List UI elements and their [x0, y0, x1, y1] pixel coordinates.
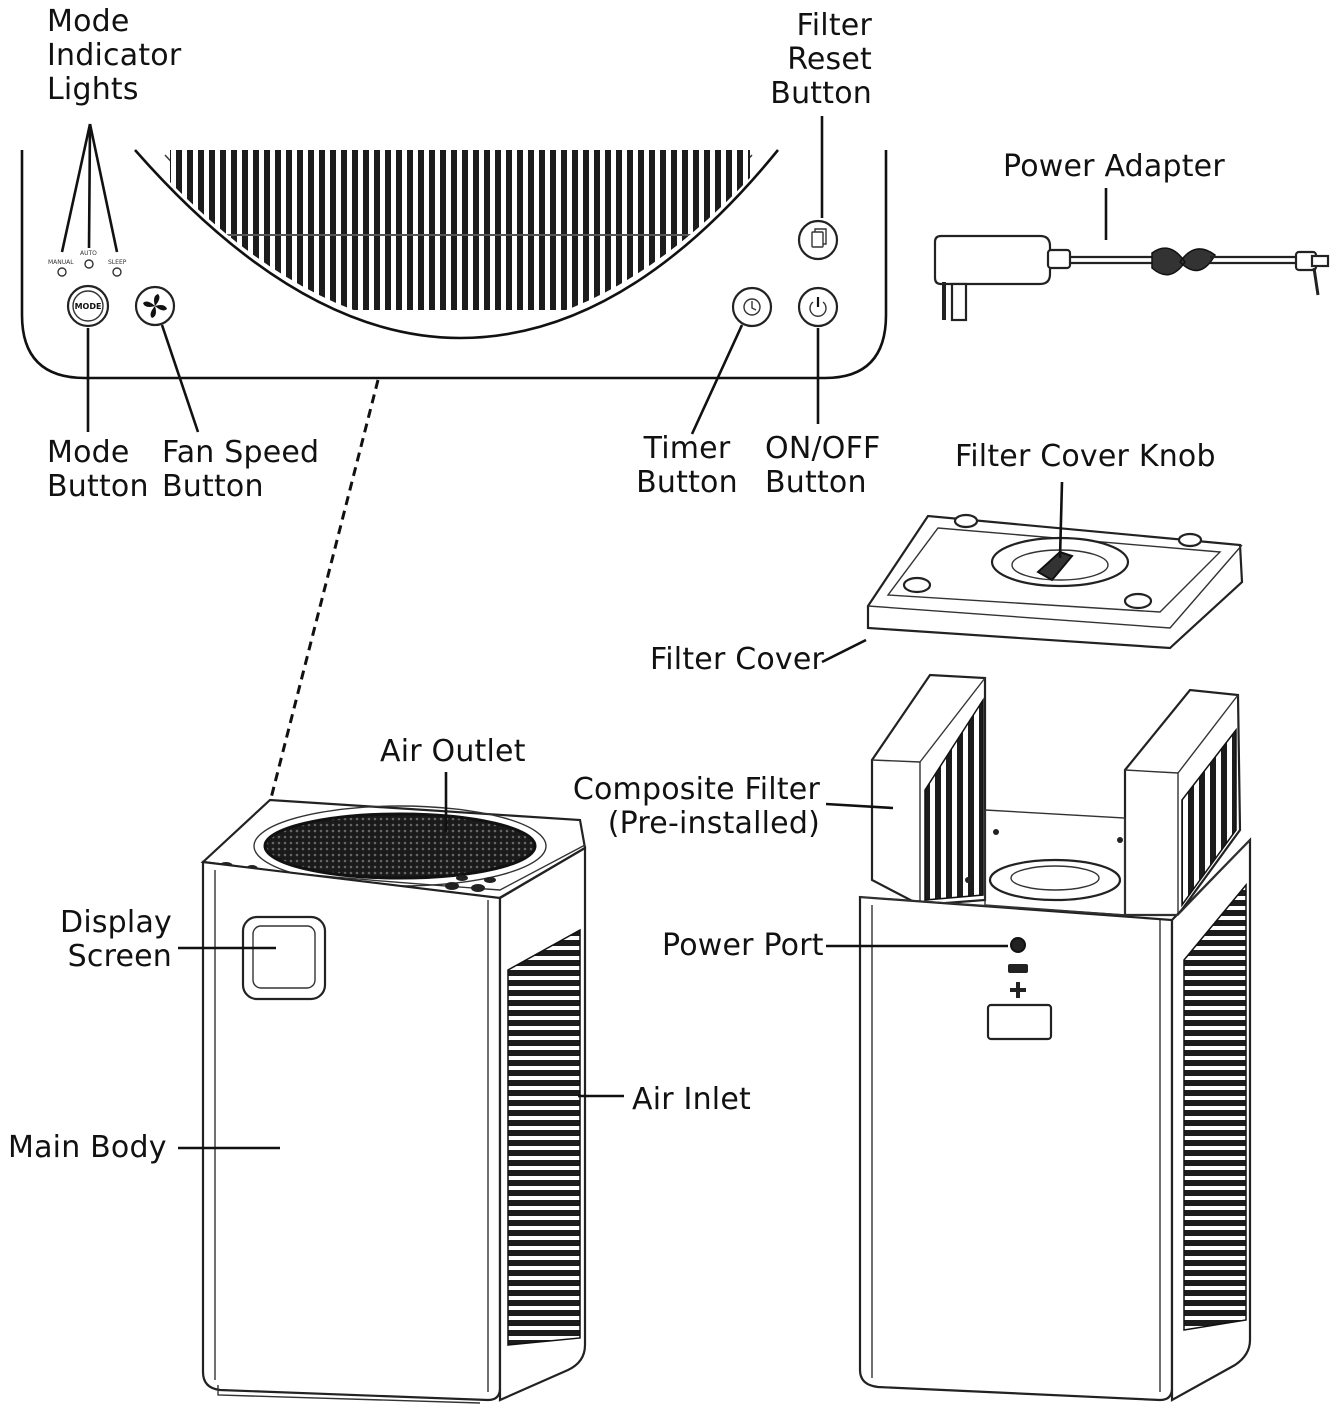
auto-text: AUTO — [80, 250, 97, 257]
mode-button[interactable]: MODE — [66, 284, 110, 328]
main-body-unit — [200, 798, 587, 1404]
mode-button-label: Mode Button — [47, 435, 149, 504]
filter-icon — [811, 231, 824, 248]
clock-icon — [743, 298, 761, 316]
power-port-label: Power Port — [662, 928, 824, 963]
composite-filter — [870, 673, 1242, 917]
mode-button-text: MODE — [75, 302, 102, 311]
filter-cover-knob-label: Filter Cover Knob — [955, 439, 1216, 474]
timer-button[interactable] — [731, 286, 773, 328]
filter-cover-label: Filter Cover — [650, 642, 825, 677]
power-port — [1010, 937, 1026, 953]
power-icon — [809, 301, 827, 317]
air-inlet-grille — [507, 928, 581, 1346]
filter-cover-knob — [1036, 550, 1074, 582]
main-body-label: Main Body — [8, 1130, 167, 1165]
timer-button-label: Timer Button — [636, 431, 738, 500]
fan-icon — [143, 294, 167, 318]
manual-text: MANUAL — [48, 259, 74, 266]
filter-reset-button-label: Filter Reset Button — [770, 8, 872, 111]
leader-lines-top — [60, 116, 1108, 811]
air-inlet-label: Air Inlet — [632, 1082, 751, 1117]
fan-speed-button-label: Fan Speed Button — [162, 435, 320, 504]
mode-indicator-lights: MANUAL AUTO SLEEP — [48, 250, 127, 277]
power-adapter-label: Power Adapter — [1003, 149, 1225, 184]
display-screen-label: Display Screen — [60, 905, 172, 974]
mode-indicator-lights-label: Mode Indicator Lights — [47, 4, 182, 107]
right-unit-body — [858, 837, 1252, 1402]
display-screen — [241, 915, 327, 1001]
control-panel: MANUAL AUTO SLEEP MODE — [20, 149, 888, 380]
filter-cover — [866, 513, 1244, 650]
outlet-grille — [170, 150, 750, 310]
sleep-text: SLEEP — [108, 259, 127, 266]
power-adapter — [933, 234, 1330, 322]
on-off-button-label: ON/OFF Button — [765, 431, 881, 500]
composite-filter-label: Composite Filter (Pre-installed) — [572, 772, 820, 841]
label-plate — [986, 1003, 1053, 1041]
on-off-button[interactable] — [797, 286, 839, 328]
air-outlet-label: Air Outlet — [380, 734, 526, 769]
filter-reset-button[interactable] — [797, 219, 839, 261]
fan-speed-button[interactable] — [134, 285, 176, 327]
leader-lines-bottom — [178, 481, 1064, 1150]
air-outlet-grille — [263, 812, 537, 880]
